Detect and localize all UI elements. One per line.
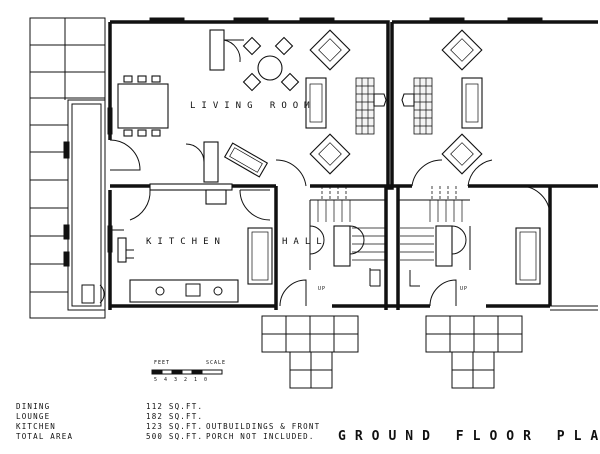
fireplace-right [401,77,433,135]
area-value: 182 SQ.FT. [146,412,203,421]
scale-feet-label: FEET [154,360,170,366]
house-right-walls [392,17,598,311]
area-name: TOTAL AREA [16,432,73,441]
scale-label: SCALE [206,360,226,366]
living-room-label: LIVING ROOM [190,101,316,111]
armchair-bottom [309,133,351,175]
scale-bar [151,369,223,375]
scale-number: 2 [184,377,188,383]
area-name: KITCHEN [16,422,56,431]
scale-number: 4 [164,377,168,383]
dining-table [117,75,169,137]
stairs-up-label-right: UP [460,286,468,292]
staircase-right [398,186,541,307]
scale-number: 0 [204,377,208,383]
round-table [242,36,300,92]
porch-left [261,315,359,389]
door-swings [109,139,307,307]
armchair-top [309,29,351,71]
porch-right [425,315,523,389]
area-name: LOUNGE [16,412,50,421]
kitchen-units [110,226,273,303]
staircase [309,186,386,287]
hall-label: HALL [282,237,328,247]
scale-number: 5 [154,377,158,383]
scale-number: 3 [174,377,178,383]
note-line: PORCH NOT INCLUDED. [206,432,315,441]
stairs-up-label: UP [318,286,326,292]
note-line: OUTBUILDINGS & FRONT [206,422,320,431]
furniture-right [411,29,551,217]
garden-path [29,17,106,319]
area-name: DINING [16,402,50,411]
cabinet [209,29,244,71]
scale-number: 1 [194,377,198,383]
fireplace [355,77,387,135]
coffee-table [223,142,269,178]
house-left-walls [107,17,394,310]
sofa [305,77,327,129]
room-divider [149,141,233,205]
area-value: 500 SQ.FT. [146,432,203,441]
drawing-title: GROUND FLOOR PLAN [338,429,600,444]
area-value: 112 SQ.FT. [146,402,203,411]
kitchen-label: KITCHEN [146,237,226,247]
area-value: 123 SQ.FT. [146,422,203,431]
